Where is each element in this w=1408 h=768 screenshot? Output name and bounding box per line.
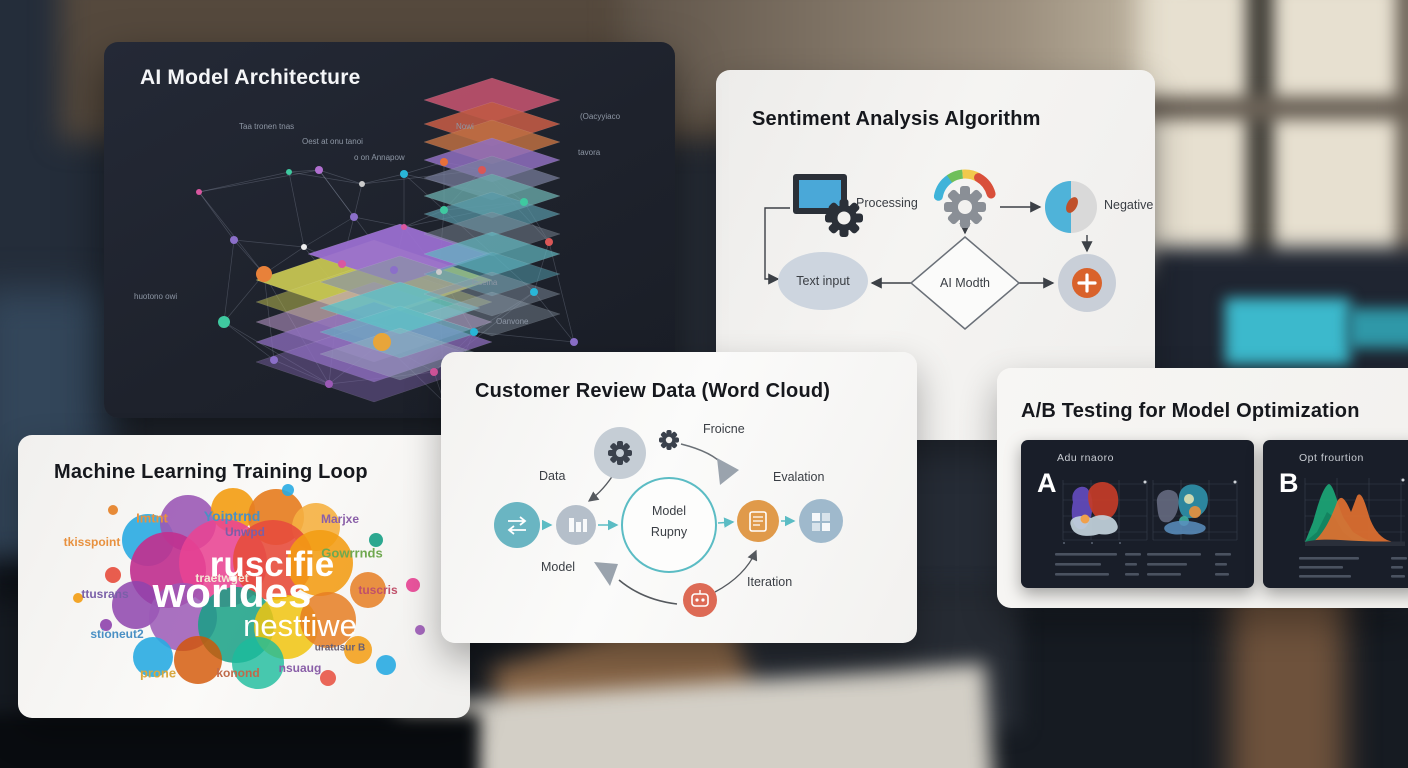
wordcloud-word: tkisspoint <box>63 535 121 549</box>
deploy-node <box>799 499 843 543</box>
evaluation-node <box>737 500 779 542</box>
wordcloud-word: Imtnt <box>136 510 168 526</box>
variant-a-stats-rows <box>1055 553 1231 576</box>
variant-b-panel: Opt frourtion B <box>1263 440 1408 588</box>
connector-processing-to-textinput <box>764 207 790 285</box>
plus-icon <box>1058 254 1116 312</box>
wordcloud-word: worides <box>152 569 312 616</box>
negative-label: Negative <box>1104 198 1154 212</box>
review-title: Customer Review Data (Word Cloud) <box>475 380 831 402</box>
arrow-iteration <box>714 549 758 593</box>
word-cloud-bubbles <box>73 484 425 689</box>
model-label: Model <box>541 560 576 574</box>
variant-a-label: Adu rnaoro <box>1057 452 1114 464</box>
gear-icon <box>608 441 632 465</box>
bg-right-monitor-teal <box>1348 308 1408 348</box>
architecture-label: Nowi <box>456 122 474 131</box>
variant-a-letter: A <box>1037 468 1057 498</box>
wordcloud-word: nesttiwe <box>243 608 357 643</box>
bg-window-frame-vertical <box>1246 0 1274 265</box>
variant-a-panel: Adu rnaoro A <box>1021 440 1254 588</box>
wordcloud-word: traetwget <box>195 571 249 585</box>
wordcloud-word: uratusur B <box>314 642 366 654</box>
center-label-line2: Rupny <box>650 525 688 539</box>
variant-a-chart-2 <box>1152 480 1238 541</box>
wordcloud-word: Marjxe <box>320 512 360 526</box>
bg-right-monitor-cyan <box>1225 298 1350 365</box>
wordcloud-word: tuscris <box>358 583 398 597</box>
text-input-node <box>778 252 868 310</box>
architecture-label: Oanvone <box>496 317 529 326</box>
variant-b-label: Opt frourtion <box>1299 452 1364 464</box>
card-ab-testing: A/B Testing for Model Optimization Adu r… <box>997 368 1408 608</box>
neural-network-visualization <box>196 77 578 405</box>
card-ai-model-architecture: AI Model Architecture Taa tronen tnas Oe… <box>104 42 675 418</box>
architecture-title: AI Model Architecture <box>140 66 361 89</box>
sentiment-flowchart <box>764 169 1116 330</box>
variant-b-stats-rows <box>1299 557 1407 578</box>
data-label: Data <box>539 469 566 483</box>
wordcloud-word: prone <box>139 665 177 681</box>
text-input-label: Text input <box>796 274 850 288</box>
arrow-model-head <box>594 562 618 586</box>
wordcloud-word: stioneut2 <box>90 627 144 641</box>
pie-chart-icon <box>1045 181 1097 233</box>
wordcloud-word: nsuaug <box>278 661 322 675</box>
sentiment-title: Sentiment Analysis Algorithm <box>752 108 1041 130</box>
architecture-label: Taa tronen tnas <box>239 122 295 131</box>
card-training-loop: Machine Learning Training Loop tkisspoin… <box>18 435 470 718</box>
wordcloud-word: Gowrrnds <box>321 545 383 561</box>
sync-node <box>494 502 540 548</box>
wordcloud-word: ruscifie <box>209 545 335 584</box>
processing-label: Processing <box>856 196 918 210</box>
training-label: Froicne <box>703 422 745 436</box>
architecture-label: Oest at onu tanoi <box>302 137 363 146</box>
architecture-label: o on Annapow <box>354 153 405 162</box>
flow-line <box>717 517 735 528</box>
ab-testing-title: A/B Testing for Model Optimization <box>1021 400 1360 422</box>
architecture-label: (Oacyyiaco <box>580 112 621 121</box>
bg-window-frame-horizontal <box>1140 96 1408 120</box>
wordcloud-word: ttusrans <box>81 587 129 601</box>
wordcloud-word: konond <box>216 666 260 680</box>
architecture-label: tavora <box>578 148 601 157</box>
arrow-training-head <box>717 458 739 485</box>
ai-model-decision-node <box>909 236 1021 330</box>
robot-icon <box>683 583 717 617</box>
training-loop-title: Machine Learning Training Loop <box>54 461 368 483</box>
bg-window <box>1140 0 1408 270</box>
center-label-line1: Model <box>651 504 687 518</box>
gear-icon <box>659 430 679 450</box>
architecture-label: Gceina <box>472 278 498 287</box>
card-customer-review: Customer Review Data (Word Cloud) <box>441 352 917 643</box>
ai-model-label: AI Modth <box>939 276 991 290</box>
wordcloud-word: Unwpd <box>225 525 265 539</box>
gear-icon <box>825 199 863 237</box>
variant-b-letter: B <box>1279 468 1299 498</box>
data-node <box>556 505 596 545</box>
iteration-label: Iteration <box>747 575 793 589</box>
sentiment-gauge-icon <box>933 169 996 201</box>
evaluation-label: Evalation <box>773 470 825 484</box>
ml-loop-diagram <box>494 427 843 617</box>
arrow-model-curve <box>618 579 678 605</box>
bg-window-frame-right <box>1396 0 1408 265</box>
variant-b-area-chart <box>1304 478 1405 546</box>
gear-icon <box>944 186 986 228</box>
wordcloud-word: Yoiptrnd <box>203 508 261 524</box>
bg-bottom-left-black <box>0 714 480 768</box>
architecture-label: huotono owi <box>134 292 178 301</box>
variant-a-chart-1 <box>1062 480 1148 544</box>
model-deploy-ring <box>621 477 717 573</box>
